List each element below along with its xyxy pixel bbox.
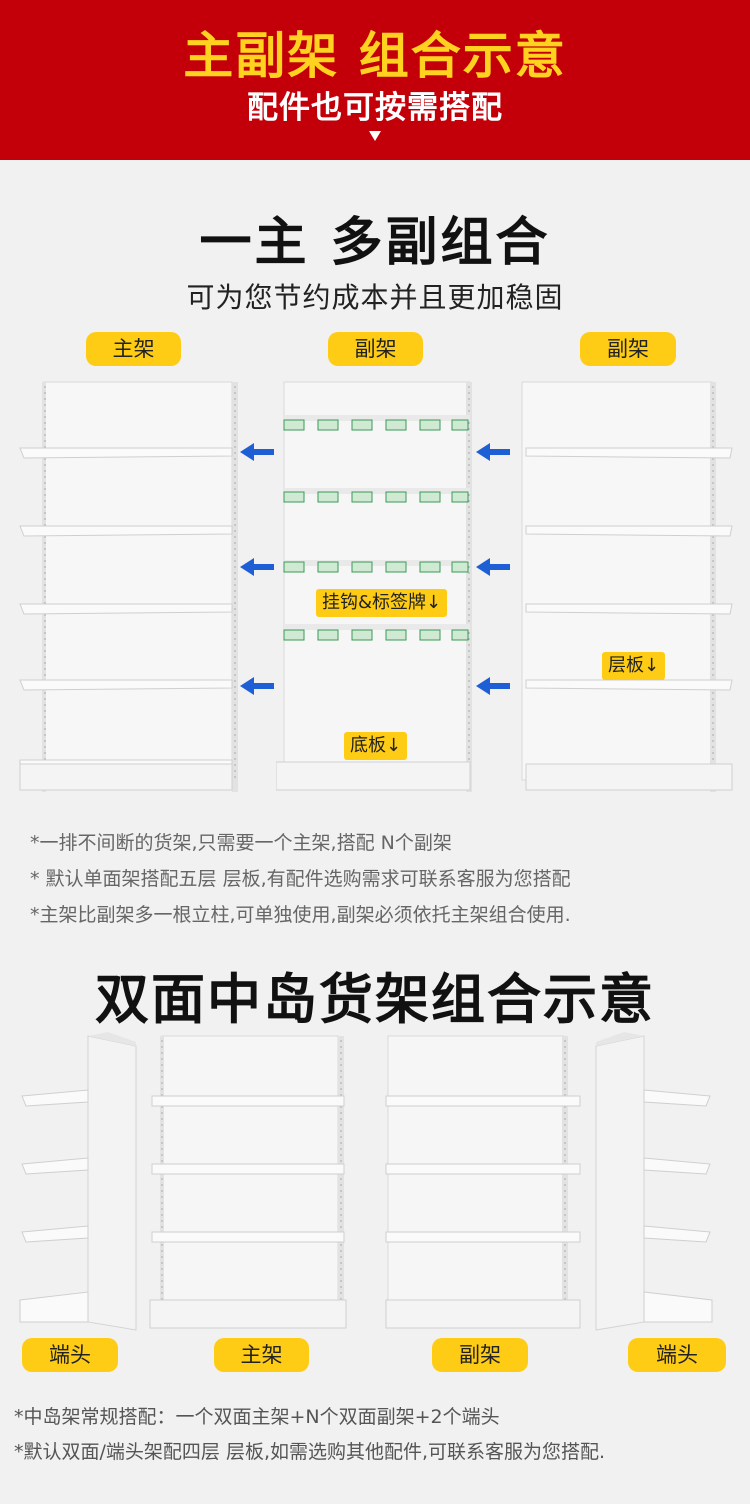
arrow-left-icon [476,558,510,576]
note-line-2: * 默认单面架搭配五层 层板,有配件选购需求可联系客服为您搭配 [30,868,571,890]
note-line-3: *主架比副架多一根立柱,可单独使用,副架必须依托主架组合使用. [30,904,571,926]
note2-line-2: *默认双面/端头架配四层 层板,如需选购其他配件,可联系客服为您搭配. [14,1441,606,1463]
arrow-left-icon [476,677,510,695]
label-sub-rack-2: 副架 [580,332,676,366]
banner-title: 主副架 组合示意 [183,27,567,85]
down-triangle-icon [369,131,381,141]
tag-shelf-board: 层板↓ [602,652,666,680]
tag-hooks-label-cards: 挂钩&标签牌↓ [316,589,448,617]
section2-heading: 双面中岛货架组合示意 [95,968,655,1031]
end-cap-left-illustration [19,1032,137,1331]
label-double-sub: 副架 [432,1338,528,1372]
tag-base-plate: 底板↓ [344,732,408,760]
arrow-left-icon [476,443,510,461]
arrow-left-icon [240,677,274,695]
label-sub-rack-1: 副架 [328,332,423,366]
note-line-1: *一排不间断的货架,只需要一个主架,搭配 N个副架 [30,832,452,854]
arrows-right-column [476,443,510,695]
label-end-cap-left: 端头 [22,1338,118,1372]
label-main-rack: 主架 [86,332,181,366]
label-double-main: 主架 [214,1338,309,1372]
sub-rack-right-illustration [521,381,733,792]
end-cap-right-illustration [595,1032,713,1331]
arrow-left-icon [240,443,274,461]
double-main-rack-illustration [149,1035,347,1329]
section1-heading: 一主 多副组合 [199,213,551,273]
double-sub-rack-illustration [385,1035,581,1329]
arrows-left-column [240,443,274,695]
note2-line-1: *中岛架常规搭配：一个双面主架+N个双面副架+2个端头 [14,1406,500,1428]
sub-rack-pegboard-illustration [276,381,472,792]
main-rack-illustration [19,381,238,792]
top-banner: 主副架 组合示意 配件也可按需搭配 [0,0,750,160]
arrow-left-icon [240,558,274,576]
section1-subheading: 可为您节约成本并且更加稳固 [186,281,564,314]
label-end-cap-right: 端头 [628,1338,726,1372]
banner-subtitle: 配件也可按需搭配 [247,90,503,126]
